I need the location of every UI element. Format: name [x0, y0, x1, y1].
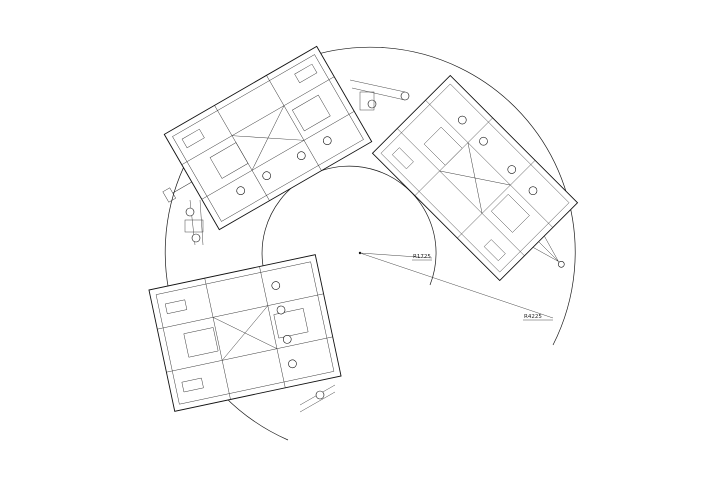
frame-top-left	[162, 45, 373, 231]
frame-lower-left	[148, 254, 342, 412]
outer-radius-label: R4225	[524, 314, 542, 320]
dimension-inner-radius: R1725	[359, 252, 433, 261]
hitch-top	[349, 79, 410, 111]
frame-right	[371, 74, 579, 282]
dimension-outer-radius: R4225	[359, 252, 554, 321]
hitch-bottom	[299, 384, 336, 413]
hitch-left	[184, 199, 204, 246]
inner-radius-label: R1725	[413, 254, 431, 260]
